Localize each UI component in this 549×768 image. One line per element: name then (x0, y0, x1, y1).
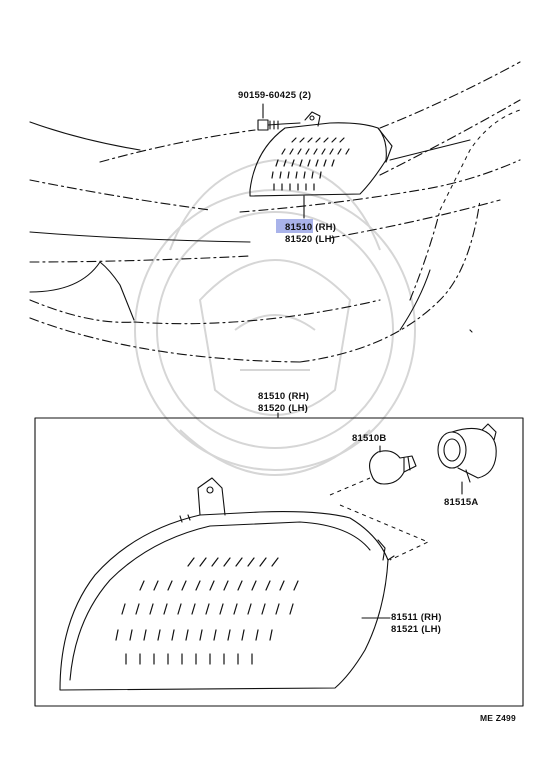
assembly-guide-lines (329, 477, 430, 561)
part-highlight (276, 219, 313, 233)
corner-lamp-lens-icon (59, 477, 395, 691)
figure-code: ME Z499 (480, 713, 516, 723)
bulb-part-number[interactable]: 81510B (352, 433, 386, 444)
lens-lh-part-number[interactable]: 81521 (LH) (391, 624, 441, 635)
bulb-icon (369, 445, 417, 485)
assy-lh-part-number-box[interactable]: 81520 (LH) (258, 403, 308, 414)
socket-icon (437, 423, 497, 495)
assy-lh-part-number-top[interactable]: 81520 (LH) (285, 234, 335, 245)
exploded-view-frame (34, 417, 524, 707)
assy-rh-part-number-top[interactable]: 81510 (RH) (285, 222, 336, 233)
lens-rh-part-number[interactable]: 81511 (RH) (391, 612, 442, 623)
bolt-icon (257, 103, 301, 131)
corner-lamp-installed-icon (249, 111, 393, 219)
watermark-crest-icon (134, 158, 416, 476)
bolt-part-number[interactable]: 90159-60425 (2) (238, 90, 311, 101)
vehicle-body-outline (29, 61, 521, 363)
socket-part-number[interactable]: 81515A (444, 497, 478, 508)
assy-rh-part-number-box[interactable]: 81510 (RH) (258, 391, 309, 402)
